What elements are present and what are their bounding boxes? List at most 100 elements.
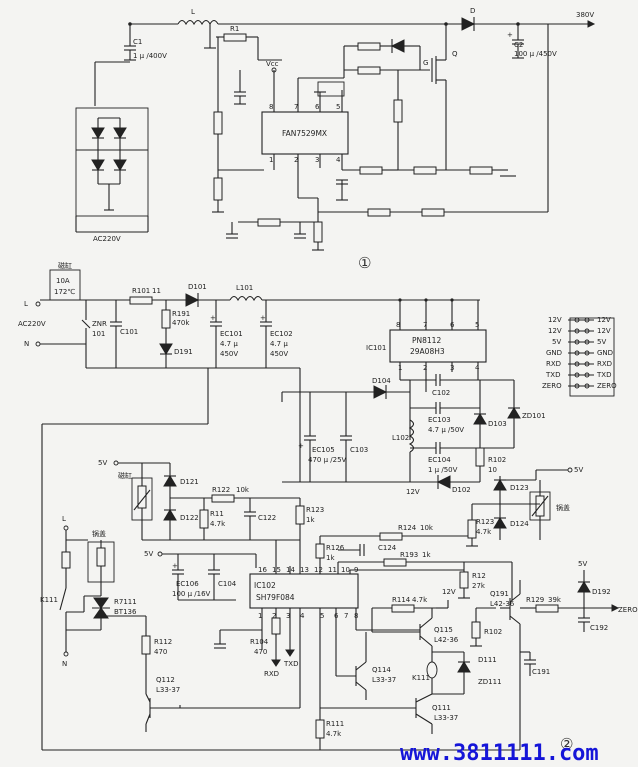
fuse-label: 磁缸 [58,261,72,270]
connector-rows: 12V 12V 12V 12V 5V 5V GND GND RXD RXD TX… [542,316,617,390]
d121-label: D121 [180,478,199,486]
d104-label: D104 [372,377,391,385]
pn8112-name: PN8112 [412,336,441,345]
svg-text:+: + [172,562,178,570]
r11-value: 4.7k [210,520,226,528]
ic102-pin12: 12 [314,566,323,574]
bridge-rectifier-frame [75,107,149,217]
d101-label: D101 [188,283,207,291]
r124-value: 10k [420,524,434,532]
conn-right-5: TXD [596,371,611,379]
c2-label: C2 [514,41,523,49]
ic102-pin4: 4 [300,612,305,620]
d102-label: D102 [452,486,471,494]
l-input: L [24,300,28,308]
d124-label: D124 [510,520,529,528]
ic102-pin13: 13 [300,566,309,574]
r101-label: R101 [132,287,150,295]
r126-value: 1k [326,554,335,562]
svg-text:+: + [298,442,304,450]
c191-label: C191 [532,668,550,676]
conn-right-1: 12V [597,327,611,335]
fuse-temp: 172℃ [54,288,75,296]
r104-value: 470 [254,648,267,656]
diode-d104 [373,385,388,399]
r129-value: 39k [548,596,562,604]
conn-right-6: ZERO [597,382,617,390]
q191-value: L42-36 [490,600,515,608]
conn-left-2: 5V [552,338,561,346]
svg-text:+: + [260,314,266,322]
q-label: Q [452,50,458,58]
r12-value: 27k [472,582,486,590]
l102-label: L102 [392,434,409,442]
diode-d192 [577,581,591,593]
r191-label: R191 [172,310,190,318]
pin6: 6 [315,103,320,111]
resistor-r124 [379,532,403,541]
r123a-label: R123 [306,506,324,514]
q111-value: L33-37 [434,714,458,722]
ic102-pin7: 7 [344,612,348,620]
v12b-label: 12V [442,588,456,596]
ic101-pin5: 5 [475,321,479,329]
pn8112-alt: 29A08H3 [410,347,445,356]
r112-value: 470 [154,648,167,656]
d123-label: D123 [510,484,529,492]
ec103-label: EC103 [428,416,451,424]
ec102-label: EC102 [270,330,293,338]
resistor-r193 [383,558,407,567]
ec101-label: EC101 [220,330,243,338]
ic102-pin3: 3 [286,612,290,620]
diode-d101 [185,293,200,307]
fan7529-name: FAN7529MX [282,129,327,138]
inductor-L [177,19,219,26]
ec103-value: 4.7 μ /50V [428,426,464,434]
ec104-value: 1 μ /50V [428,466,458,474]
resistor-r122 [211,494,235,503]
c122-label: C122 [258,514,276,522]
v5d-label: 5V [578,560,587,568]
q114-label: Q114 [372,666,391,674]
ic102-pin10: 10 [341,566,350,574]
r114-value: 4.7k [412,596,428,604]
r114-label: R114 [392,596,411,604]
conn-left-1: 12V [548,327,562,335]
ic101-label: IC101 [366,344,386,352]
d103-label: D103 [488,420,507,428]
svg-text:+: + [210,314,216,322]
conn-left-3: GND [546,349,562,357]
zero-output: ZERO [618,606,638,614]
d111-label: D111 [478,656,497,664]
diode-d102 [436,475,451,489]
ac220v-input-1: AC220V [93,235,121,243]
c1-label: C1 [133,38,142,46]
d191-label: D191 [174,348,193,356]
zd101-label: ZD101 [522,412,546,420]
svg-text:+: + [507,31,513,39]
marker-2: ② [560,735,573,753]
resistor-r101 [129,296,153,305]
marker-1: ① [358,254,371,272]
r123a-value: 1k [306,516,315,524]
ic102-pin2: 2 [272,612,276,620]
pin1: 1 [269,156,273,164]
ic-sh79f084 [249,573,359,609]
c192-label: C192 [590,624,608,632]
ic102-pin11: 11 [328,566,337,574]
l101-label: L101 [236,284,253,292]
fuse-rating: 10A [56,277,70,285]
l2-label: L [62,515,66,523]
pin8: 8 [269,103,273,111]
zener-zd101 [507,407,521,419]
ec101-value2: 450V [220,350,238,358]
znr-label: ZNR [92,320,107,328]
r193-label: R193 [400,551,418,559]
v5a-label: 5V [98,459,107,467]
ec102-value1: 4.7 μ [270,340,288,348]
q115-value: L42-36 [434,636,459,644]
k111a-label: K111 [40,596,58,604]
diode-d121 [163,475,177,487]
c2-value: 100 μ /450V [514,50,557,58]
